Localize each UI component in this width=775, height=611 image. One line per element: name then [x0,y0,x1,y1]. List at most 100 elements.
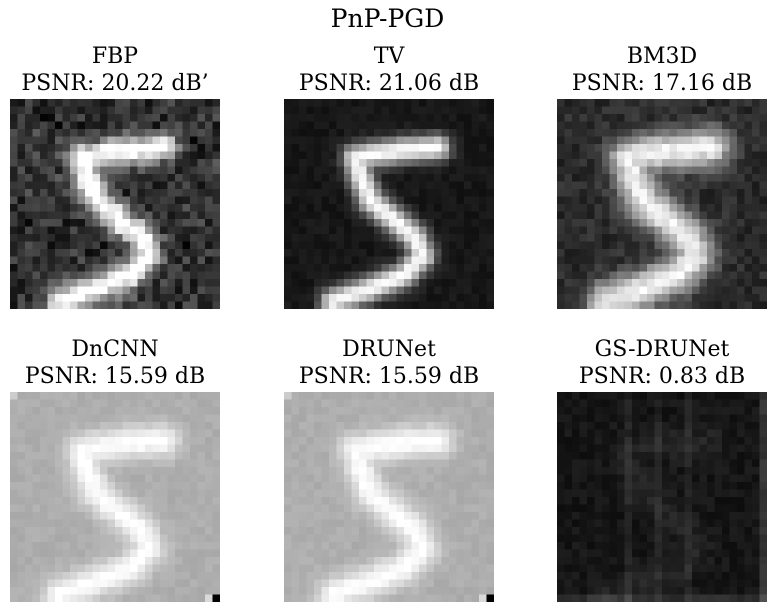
image-pixel [351,527,360,535]
image-pixel [32,422,41,430]
image-pixel [752,519,760,528]
image-pixel [441,166,450,175]
image-pixel [344,407,352,415]
image-pixel [70,467,78,475]
image-pixel [197,399,206,408]
image-pixel [85,557,93,565]
image-pixel [212,294,220,302]
image-pixel [205,549,213,558]
image-pixel [617,534,625,543]
image-pixel [62,422,71,430]
image-pixel [175,407,183,415]
image-pixel [381,399,390,408]
image-pixel [684,542,693,550]
image-pixel [617,114,625,122]
image-pixel [160,414,168,423]
image-pixel [85,392,93,400]
image-pixel [77,301,86,309]
image-pixel [205,189,213,197]
image-pixel [145,519,153,528]
image-pixel [684,572,693,580]
image-pixel [434,196,442,205]
image-pixel [714,429,723,438]
image-pixel [441,429,450,438]
image-pixel [321,226,330,235]
image-pixel [291,482,300,490]
image-pixel [314,121,322,130]
image-pixel [617,159,625,167]
image-pixel [55,181,63,190]
image-pixel [190,534,198,543]
image-pixel [291,174,300,182]
image-pixel [85,189,93,197]
image-pixel [411,482,420,490]
image-pixel [479,256,487,265]
image-pixel [10,159,18,167]
image-pixel [10,519,18,528]
image-pixel [47,129,56,137]
image-pixel [707,534,715,543]
image-pixel [389,219,397,227]
image-pixel [17,557,26,565]
image-pixel [471,189,480,197]
image-pixel [284,241,292,250]
image-pixel [684,144,693,152]
image-pixel [92,557,101,565]
image-pixel [190,174,198,182]
image-pixel [115,512,123,520]
image-pixel [389,174,397,182]
image-pixel [77,226,86,235]
image-pixel [677,99,685,107]
image-pixel [479,557,487,565]
image-pixel [419,527,427,535]
image-pixel [62,99,71,107]
image-pixel [17,226,26,235]
image-pixel [759,256,767,265]
image-pixel [175,264,183,272]
image-pixel [314,106,322,115]
image-pixel [306,482,315,490]
image-pixel [77,166,86,175]
image-pixel [404,294,412,302]
image-pixel [381,196,390,205]
image-pixel [359,452,367,460]
image-pixel [107,211,116,220]
image-pixel [314,497,322,505]
image-pixel [212,557,220,565]
image-pixel [344,489,352,498]
image-pixel [684,121,693,130]
image-pixel [624,106,633,115]
image-pixel [47,467,56,475]
image-pixel [456,211,465,220]
image-pixel [707,151,715,160]
image-pixel [729,549,738,558]
image-pixel [145,234,153,242]
image-pixel [471,144,480,152]
image-pixel [381,271,390,280]
image-pixel [602,452,610,460]
image-pixel [602,279,610,287]
image-pixel [579,437,588,445]
image-pixel [714,489,723,498]
image-pixel [419,504,427,513]
image-pixel [92,534,101,543]
image-pixel [130,549,138,558]
image-pixel [197,99,206,107]
image-pixel [152,549,161,558]
image-pixel [699,249,708,257]
image-pixel [167,504,176,513]
image-pixel [456,407,465,415]
image-pixel [40,106,48,115]
image-pixel [197,497,206,505]
image-pixel [654,166,663,175]
image-pixel [411,504,420,513]
image-pixel [557,226,565,235]
image-pixel [145,301,153,309]
image-pixel [284,211,292,220]
image-pixel [456,144,465,152]
image-pixel [662,467,670,475]
image-pixel [602,587,610,595]
image-pixel [107,204,116,212]
image-pixel [572,219,580,227]
image-pixel [594,564,603,573]
